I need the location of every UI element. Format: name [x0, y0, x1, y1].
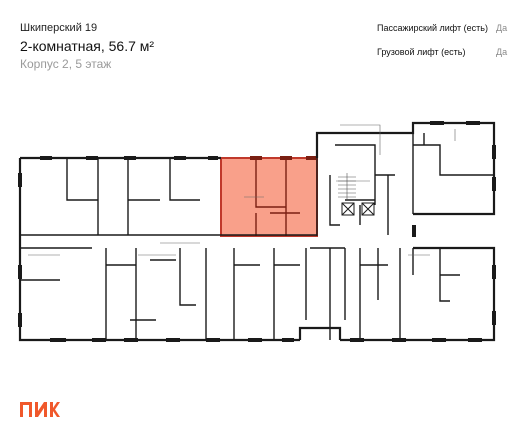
building-floor: Корпус 2, 5 этаж: [20, 57, 112, 71]
header: Шкиперский 19 2-комнатная, 56.7 м² Корпу…: [0, 0, 528, 80]
apartment-title: 2-комнатная, 56.7 м²: [20, 38, 155, 54]
stair-icon: [338, 173, 356, 201]
window-marks: [18, 121, 496, 342]
feature-cargo-lift: Грузовой лифт (есть) Да: [377, 47, 528, 61]
floor-plan: [18, 121, 496, 342]
feature-label: Грузовой лифт (есть): [377, 47, 466, 57]
elevator-icon: [341, 202, 375, 216]
feature-passenger-lift: Пассажирский лифт (есть) Да: [377, 23, 528, 37]
selected-apartment[interactable]: [220, 156, 318, 237]
feature-value: Да: [496, 23, 508, 33]
pik-logo: [20, 402, 60, 417]
detail-lines: [28, 124, 456, 256]
feature-value: Да: [496, 47, 508, 57]
interior-walls: [20, 133, 494, 340]
project-name: Шкиперский 19: [20, 22, 98, 34]
feature-label: Пассажирский лифт (есть): [377, 23, 488, 33]
